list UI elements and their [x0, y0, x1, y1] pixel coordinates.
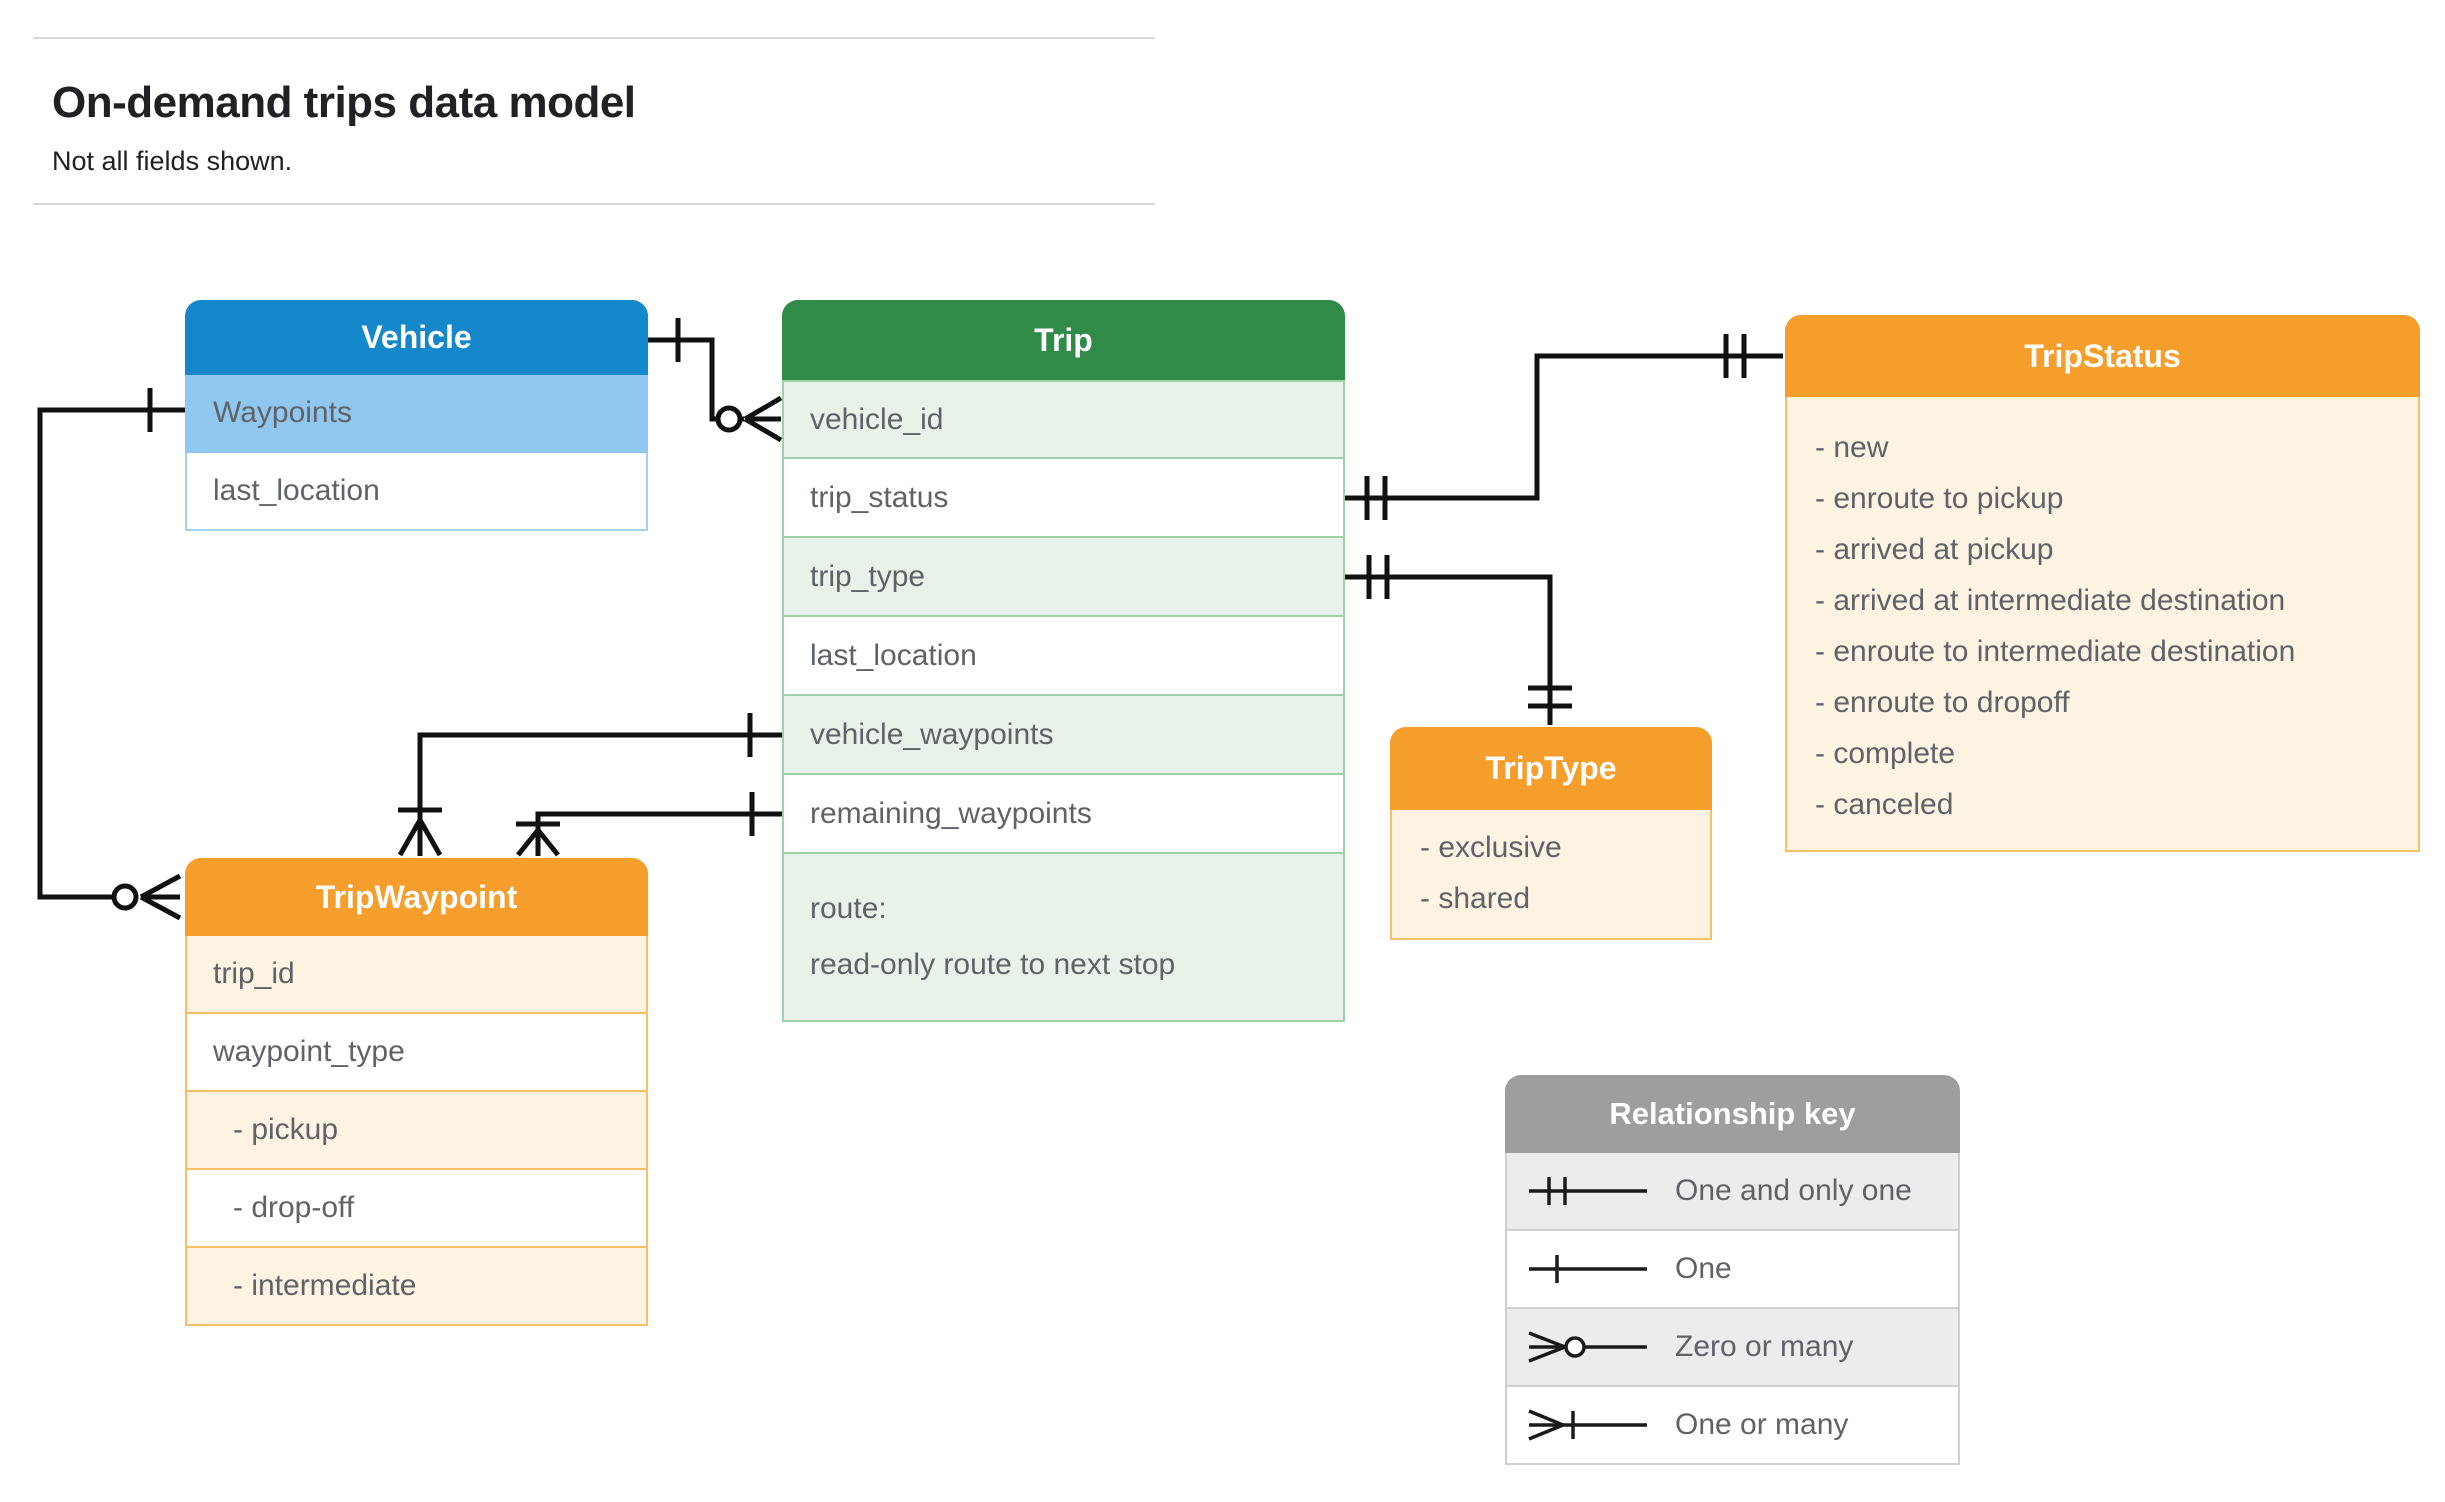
tripwaypoint-value-drop-off: - drop-off	[185, 1170, 648, 1248]
connector-remaining-waypoints-to-tripwaypoint	[516, 792, 782, 857]
entity-trip: Trip vehicle_id trip_status trip_type la…	[782, 300, 1345, 1022]
trip-field-last-location: last_location	[782, 617, 1345, 696]
connector-trip-type-to-triptype	[1345, 555, 1572, 725]
tripstatus-value: - canceled	[1815, 788, 1954, 821]
entity-tripwaypoint-header: TripWaypoint	[185, 858, 648, 936]
legend-row-zero-or-many: Zero or many	[1505, 1309, 1960, 1387]
zero-circle-icon	[111, 883, 139, 911]
trip-field-remaining-waypoints: remaining_waypoints	[782, 775, 1345, 854]
divider-bottom	[33, 203, 1155, 205]
entity-trip-header: Trip	[782, 300, 1345, 380]
tripstatus-values: - new - enroute to pickup - arrived at p…	[1785, 397, 2420, 852]
legend-label: One or many	[1675, 1408, 1849, 1441]
tripstatus-value: - enroute to intermediate destination	[1815, 635, 2296, 668]
one-and-only-one-symbol-icon	[1529, 1177, 1647, 1205]
connector-vehicle-waypoints-to-tripwaypoint	[397, 713, 782, 857]
one-symbol-icon	[1529, 1255, 1647, 1283]
legend-row-one-and-only-one: One and only one	[1505, 1153, 1960, 1231]
tripstatus-value: - enroute to dropoff	[1815, 686, 2070, 719]
vehicle-field-last-location: last_location	[185, 453, 648, 531]
triptype-value: - exclusive	[1420, 831, 1562, 864]
entity-vehicle: Vehicle Waypoints last_location	[185, 300, 648, 531]
crow-foot-icon	[743, 395, 783, 443]
trip-field-vehicle-waypoints: vehicle_waypoints	[782, 696, 1345, 775]
trip-field-trip-status: trip_status	[782, 459, 1345, 538]
connector-trip-status-to-tripstatus	[1345, 334, 1783, 520]
tripwaypoint-value-pickup: - pickup	[185, 1092, 648, 1170]
tripstatus-value: - complete	[1815, 737, 1956, 770]
legend-label: Zero or many	[1675, 1330, 1854, 1363]
triptype-values: - exclusive - shared	[1390, 810, 1712, 940]
entity-tripstatus-header: TripStatus	[1785, 315, 2420, 397]
legend-label: One	[1675, 1252, 1732, 1285]
crow-foot-icon	[516, 828, 560, 857]
crow-foot-icon	[139, 873, 182, 921]
entity-triptype-header: TripType	[1390, 727, 1712, 810]
zero-or-many-symbol-icon	[1528, 1331, 1647, 1363]
tripstatus-value: - arrived at pickup	[1815, 533, 2054, 566]
trip-field-route: route: read-only route to next stop	[782, 854, 1345, 1022]
entity-vehicle-header: Vehicle	[185, 300, 648, 375]
entity-tripstatus: TripStatus - new - enroute to pickup - a…	[1785, 315, 2420, 852]
trip-route-label: route:	[810, 892, 887, 925]
one-or-many-symbol-icon	[1528, 1409, 1647, 1441]
tripstatus-value: - arrived at intermediate destination	[1815, 584, 2286, 617]
entity-triptype: TripType - exclusive - shared	[1390, 727, 1712, 940]
trip-field-vehicle-id: vehicle_id	[782, 380, 1345, 459]
entity-tripwaypoint: TripWaypoint trip_id waypoint_type - pic…	[185, 858, 648, 1326]
tripstatus-value: - new	[1815, 431, 1889, 464]
trip-field-trip-type: trip_type	[782, 538, 1345, 617]
vehicle-field-waypoints: Waypoints	[185, 375, 648, 453]
crow-foot-icon	[397, 818, 443, 857]
zero-circle-icon	[715, 405, 743, 433]
legend-label: One and only one	[1675, 1174, 1912, 1207]
trip-route-description: read-only route to next stop	[810, 948, 1176, 981]
tripwaypoint-field-waypoint-type: waypoint_type	[185, 1014, 648, 1092]
relationship-key: Relationship key One and only one One Ze	[1505, 1075, 1960, 1465]
legend-row-one-or-many: One or many	[1505, 1387, 1960, 1465]
divider-top	[33, 37, 1155, 39]
tripstatus-value: - enroute to pickup	[1815, 482, 2064, 515]
connector-vehicle-to-tripwaypoint	[37, 388, 185, 921]
tripwaypoint-value-intermediate: - intermediate	[185, 1248, 648, 1326]
page-subtitle: Not all fields shown.	[52, 146, 293, 176]
connector-vehicle-to-trip	[648, 318, 783, 443]
page-title: On-demand trips data model	[52, 78, 636, 127]
tripwaypoint-field-trip-id: trip_id	[185, 936, 648, 1014]
relationship-key-header: Relationship key	[1505, 1075, 1960, 1153]
triptype-value: - shared	[1420, 882, 1531, 915]
legend-row-one: One	[1505, 1231, 1960, 1309]
